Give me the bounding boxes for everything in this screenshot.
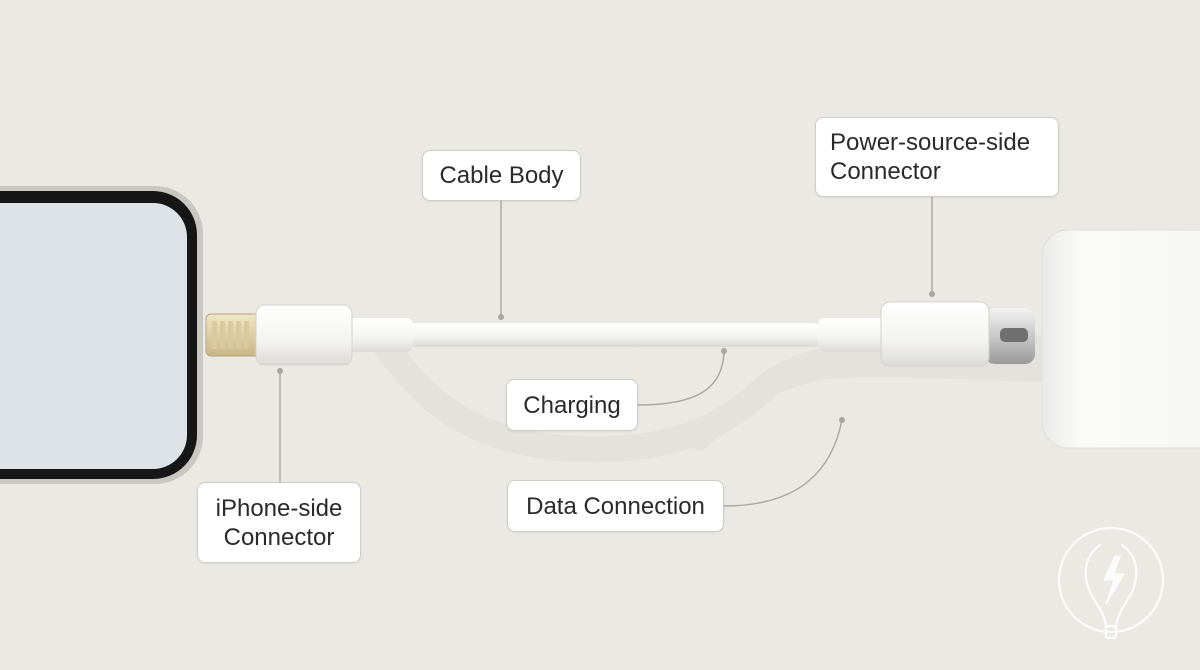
callout-iphone-side-line-1: iPhone-side xyxy=(215,494,343,522)
leader-dots xyxy=(277,291,935,423)
iphone-plug-housing xyxy=(255,304,353,366)
iphone xyxy=(0,186,203,484)
lightning-tip xyxy=(205,313,261,357)
power-side-plug-housing xyxy=(880,301,990,367)
callout-data-text: Data Connection xyxy=(526,492,705,520)
iphone-screen xyxy=(0,203,187,469)
callout-iphone-side-connector: iPhone-side Connector xyxy=(197,482,361,563)
callout-power-side-line-2: Connector xyxy=(830,158,941,185)
callout-iphone-side-line-2: Connector xyxy=(223,523,335,551)
callout-cable-body-text: Cable Body xyxy=(439,162,564,189)
lightning-cable-logo-icon xyxy=(1057,526,1165,640)
callout-charging-text: Charging xyxy=(523,391,621,419)
leader-lines xyxy=(279,197,933,507)
callout-charging: Charging xyxy=(506,379,638,431)
iphone-strain-relief xyxy=(343,318,413,352)
leader-data xyxy=(723,419,843,507)
power-side-strain-relief xyxy=(818,318,888,352)
callout-power-side-line-1: Power-source-side xyxy=(830,129,1031,156)
callout-cable-body: Cable Body xyxy=(422,150,581,201)
power-adapter xyxy=(1041,229,1200,449)
leader-charging xyxy=(637,350,725,406)
callout-power-source-side-connector: Power-source-side Connector xyxy=(815,117,1059,197)
background-curves xyxy=(372,332,1058,463)
callout-data-connection: Data Connection xyxy=(507,480,724,532)
cable-body xyxy=(405,323,825,347)
